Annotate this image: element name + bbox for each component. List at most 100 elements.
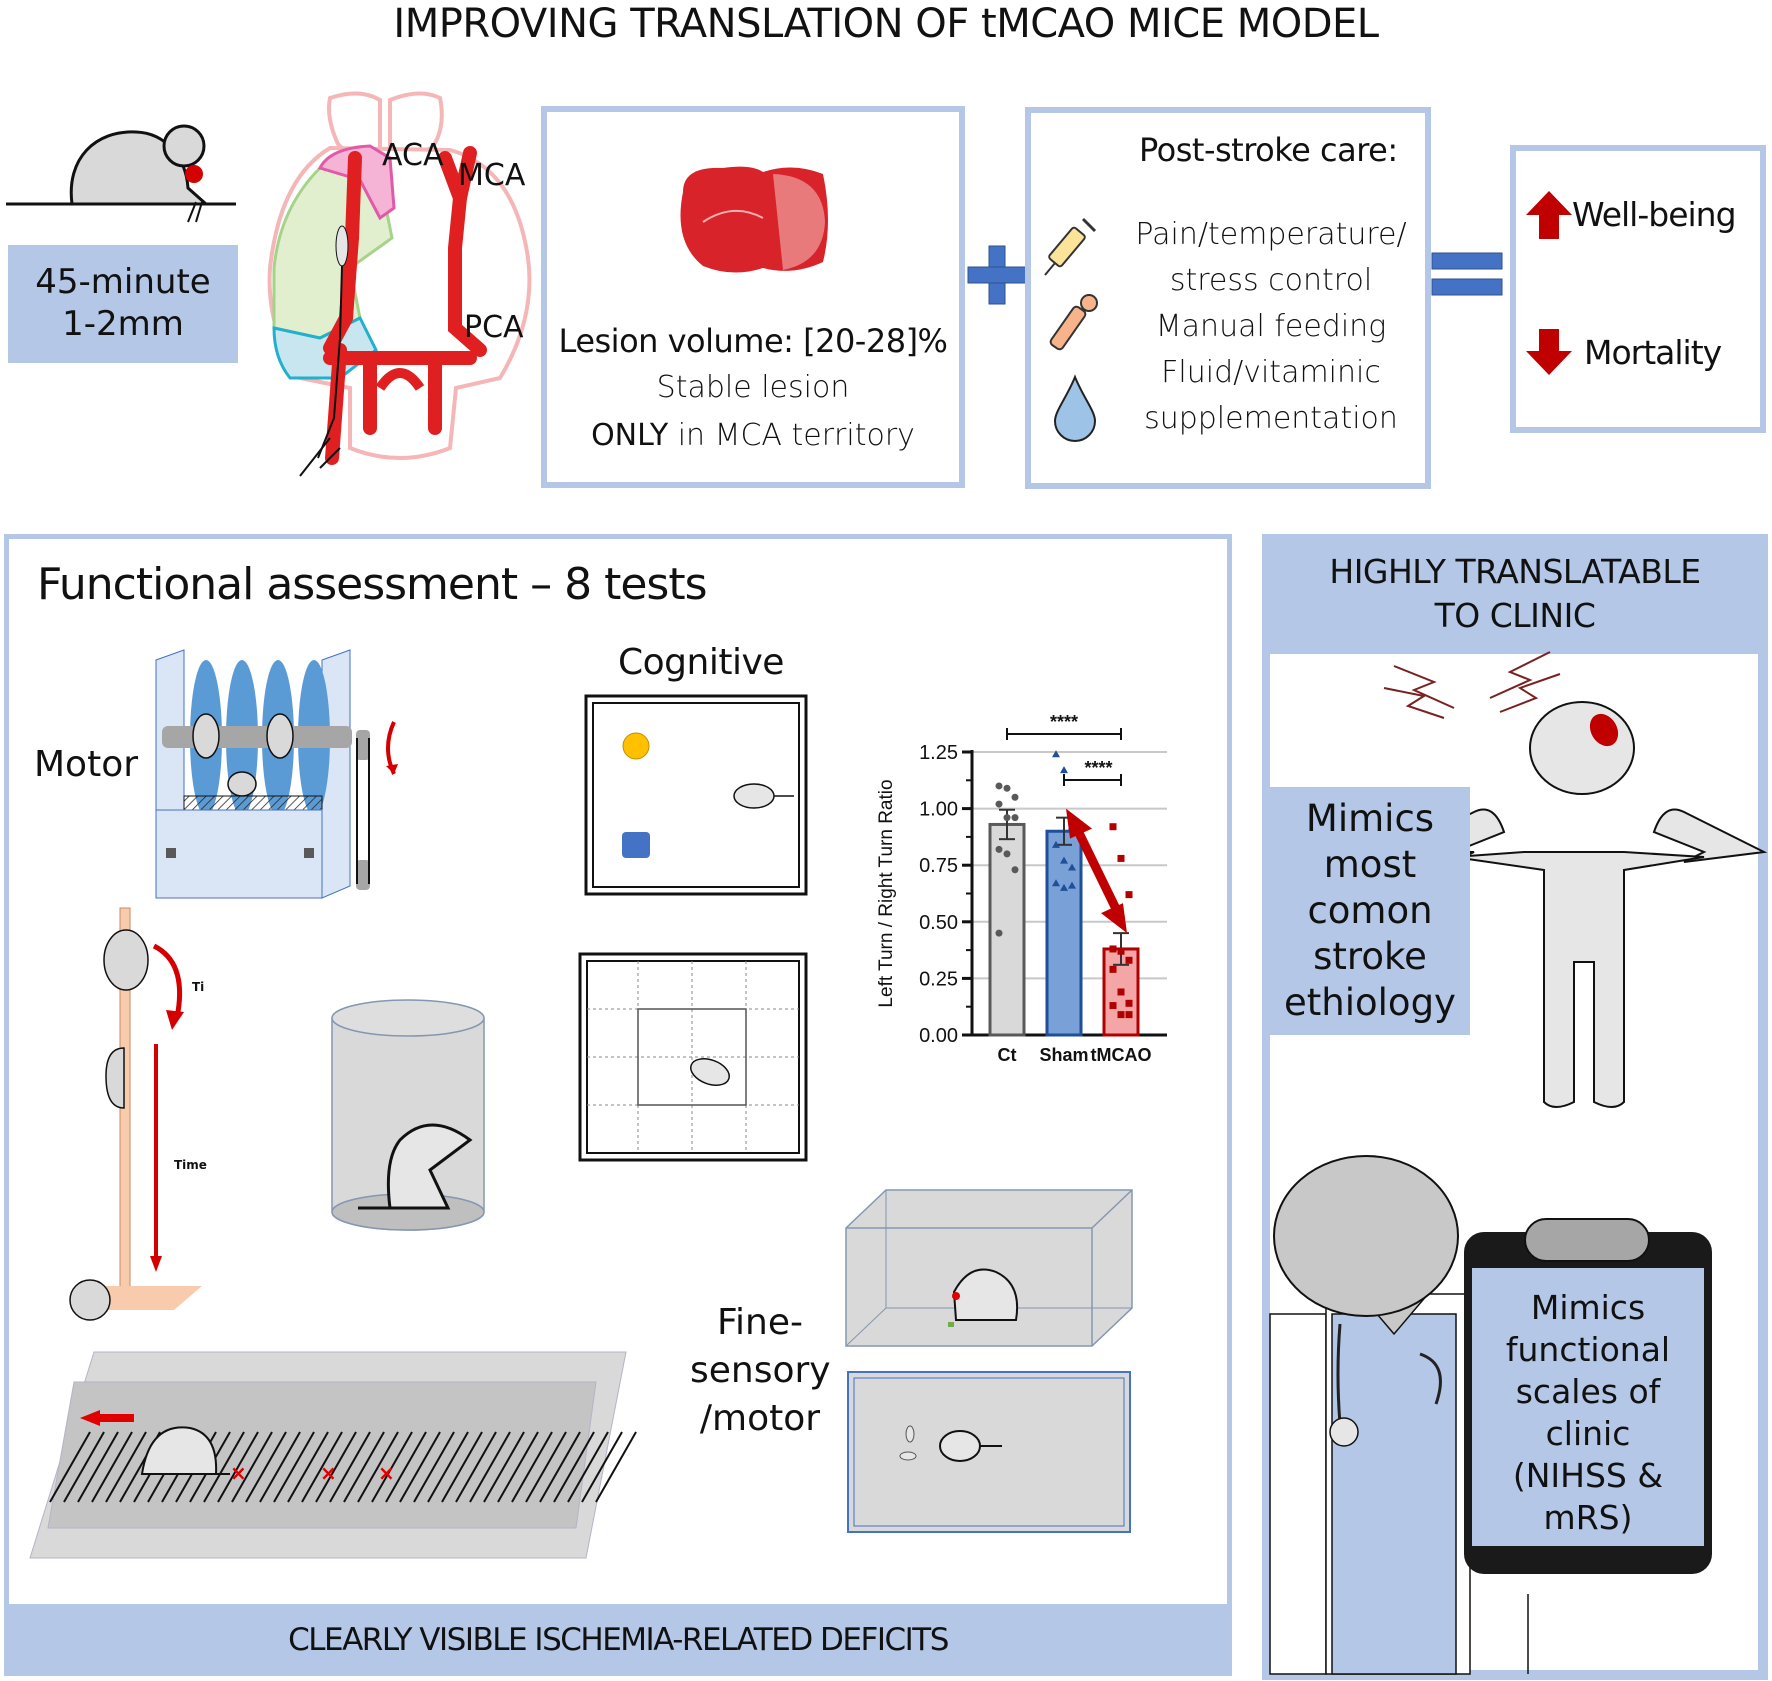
lesion-territory: ONLY in MCA territory <box>547 418 959 453</box>
y-tick-label: 0.75 <box>919 855 958 877</box>
comparison-arrow-head <box>1101 903 1127 934</box>
ladder-rung <box>525 1431 567 1503</box>
svg-text:×: × <box>320 1461 337 1485</box>
ladder-rung <box>511 1431 553 1503</box>
fine-label-3: /motor <box>699 1398 821 1439</box>
data-point <box>1125 1011 1133 1019</box>
functional-title: Functional assessment – 8 tests <box>37 559 707 610</box>
x-tick-label: tMCAO <box>1091 1045 1152 1065</box>
data-point <box>1068 881 1076 889</box>
significance-label: **** <box>1050 712 1078 732</box>
ladder-rung <box>595 1431 637 1503</box>
data-point <box>1125 999 1133 1007</box>
ladder-rung <box>385 1431 427 1503</box>
data-point <box>995 782 1003 790</box>
clinic-header-line2: TO CLINIC <box>1434 596 1596 635</box>
brain-arteries-diagram <box>267 91 532 477</box>
ladder-rung <box>105 1431 147 1503</box>
care-item-feeding: Manual feeding <box>1155 309 1387 344</box>
label-mca: MCA <box>458 158 526 193</box>
data-point <box>1109 965 1117 973</box>
care-item-pain: Pain/temperature/ <box>1135 217 1407 252</box>
ladder-rung <box>581 1431 623 1503</box>
y-tick-label: 1.25 <box>919 742 958 764</box>
clinic-header-line1: HIGHLY TRANSLATABLE <box>1329 552 1701 591</box>
y-tick-label: 1.00 <box>919 799 958 821</box>
ethiology-line-4: stroke <box>1313 935 1427 978</box>
label-aca: ACA <box>382 138 444 173</box>
ladder-rung <box>455 1431 497 1503</box>
svg-text:×: × <box>230 1461 247 1485</box>
ladder-rung <box>539 1431 581 1503</box>
clipboard-line-1: Mimics <box>1530 1288 1646 1327</box>
ladder-rung <box>329 1431 371 1503</box>
mouse-icon <box>6 124 236 223</box>
care-item-supplementation: supplementation <box>1144 401 1398 436</box>
data-point <box>1052 879 1060 887</box>
equals-icon <box>1431 252 1503 296</box>
ethiology-line-2: most <box>1323 843 1417 886</box>
plus-icon <box>967 245 1027 305</box>
ladder-rung <box>63 1431 105 1503</box>
svg-text:×: × <box>378 1461 395 1485</box>
data-point <box>995 845 1003 853</box>
data-point <box>1052 750 1060 758</box>
ladder-rung <box>483 1431 525 1503</box>
ladder-rung <box>203 1431 245 1503</box>
lesion-only-emphasis: ONLY <box>591 418 669 453</box>
clipboard-line-3: scales of <box>1515 1372 1661 1411</box>
ladder-rung <box>399 1431 441 1503</box>
post-stroke-care-box: Post-stroke care: Pain/temperature/ stre… <box>1025 107 1431 489</box>
data-point <box>1068 863 1076 871</box>
care-item-stress: stress control <box>1169 263 1373 298</box>
page-title: IMPROVING TRANSLATION OF tMCAO MICE MODE… <box>393 1 1379 47</box>
ladder-rung <box>371 1431 413 1503</box>
procedure-duration: 45-minute <box>35 262 211 302</box>
cylinder-test-illustration <box>331 999 485 1231</box>
ladder-rung-walk-illustration: × × × <box>29 1351 637 1559</box>
ladder-rung <box>343 1431 385 1503</box>
data-point <box>1003 814 1011 822</box>
data-point <box>995 800 1003 808</box>
motor-label: Motor <box>34 744 139 785</box>
ladder-rung <box>469 1431 511 1503</box>
ladder-rung <box>357 1431 399 1503</box>
x-tick-label: Sham <box>1039 1045 1088 1065</box>
comparison-arrow-shaft <box>1069 820 1126 922</box>
ladder-rung <box>231 1431 273 1503</box>
clipboard-line-5: (NIHSS & <box>1512 1456 1664 1495</box>
clipboard-line-4: clinic <box>1545 1414 1631 1453</box>
descent-time-label: Time <box>174 1158 207 1172</box>
data-point <box>1125 956 1133 964</box>
care-title: Post-stroke care: <box>1139 131 1398 169</box>
x-tick-label: Ct <box>998 1045 1017 1065</box>
data-point <box>1109 945 1117 953</box>
data-point <box>1125 891 1133 899</box>
data-point <box>1117 947 1125 955</box>
syringe-icon <box>1044 217 1097 276</box>
ladder-rung <box>245 1431 287 1503</box>
lesion-box: Lesion volume: [20-28]% Stable lesion ON… <box>541 106 965 488</box>
lesion-stability: Stable lesion <box>656 370 850 405</box>
deficits-banner-text: CLEARLY VISIBLE ISCHEMIA-RELATED DEFICIT… <box>288 1622 949 1658</box>
arrow-down-icon <box>1526 329 1572 375</box>
novel-object-test-illustration <box>584 694 808 896</box>
food-pellet-test-illustration <box>847 1371 1131 1533</box>
fine-label-1: Fine- <box>716 1302 804 1343</box>
ladder-rung <box>217 1431 259 1503</box>
deficits-banner: CLEARLY VISIBLE ISCHEMIA-RELATED DEFICIT… <box>4 1604 1232 1676</box>
clipboard-clip <box>1524 1218 1650 1262</box>
turn-time-label: Ti <box>192 980 205 994</box>
water-drop-icon <box>1053 374 1097 442</box>
ladder-rung <box>301 1431 343 1503</box>
ethiology-line-5: ethiology <box>1284 981 1456 1024</box>
ladder-rung <box>567 1431 609 1503</box>
bar-ct <box>988 822 1026 1037</box>
clipboard-sheet: Mimics functional scales of clinic (NIHS… <box>1472 1268 1704 1546</box>
ladder-rung <box>427 1431 469 1503</box>
y-tick-label: 0.25 <box>919 968 958 990</box>
ethiology-line-3: comon <box>1307 889 1433 932</box>
data-point <box>1003 784 1011 792</box>
lesion-territory-rest: in MCA territory <box>668 418 915 453</box>
